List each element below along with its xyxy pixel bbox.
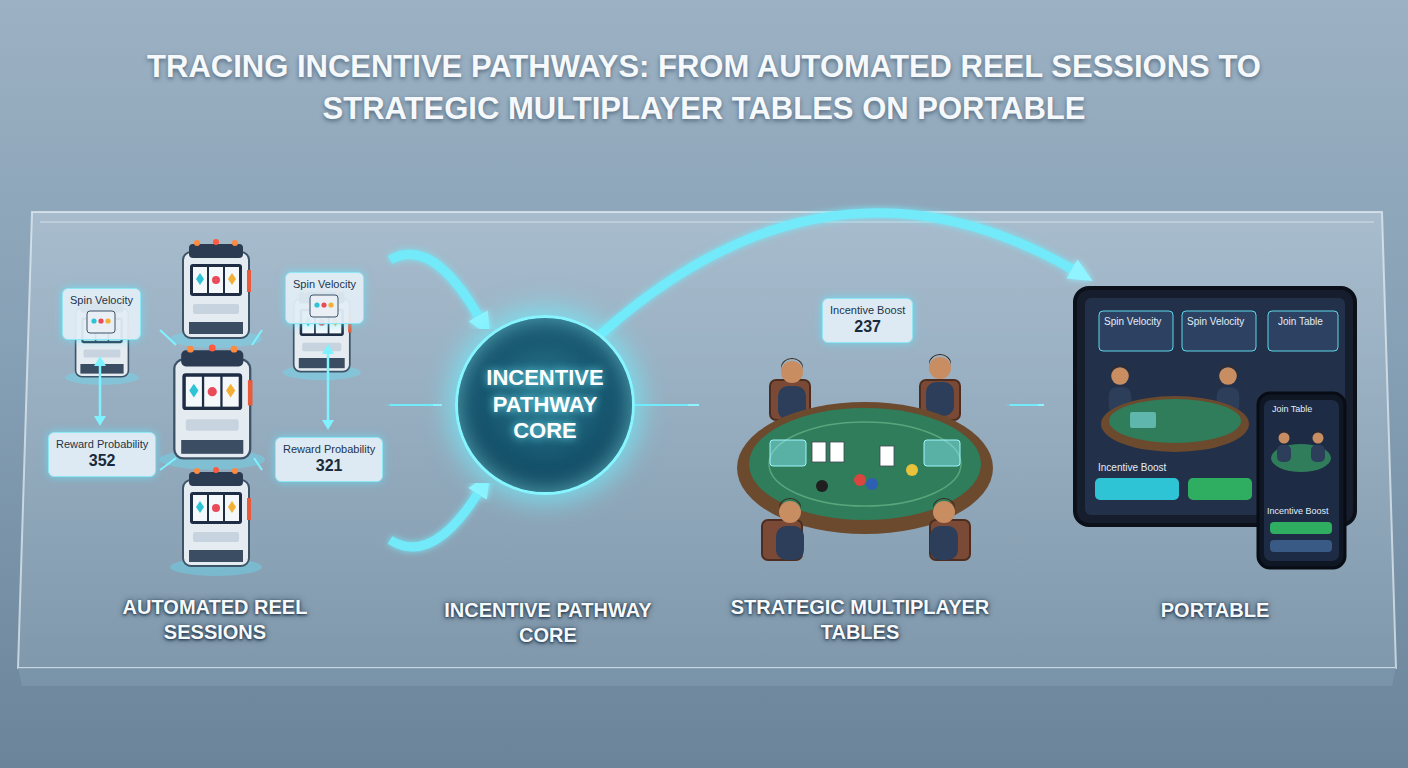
metric-value: 352 bbox=[56, 451, 148, 472]
flow-arrow-line bbox=[1010, 401, 1038, 410]
stage-caption: AUTOMATED REEL SESSIONS bbox=[100, 595, 330, 645]
stage-group: STRATEGIC MULTIPLAYER TABLESIncentive Bo… bbox=[710, 290, 1010, 640]
reel-icon bbox=[307, 293, 341, 319]
flow-arrow-line bbox=[390, 494, 478, 547]
flow-arrow bbox=[390, 254, 478, 315]
metric-panel: Spin Velocity bbox=[62, 288, 141, 340]
diagram-title: TRACING INCENTIVE PATHWAYS: FROM AUTOMAT… bbox=[80, 46, 1328, 130]
metric-value: 321 bbox=[283, 456, 375, 477]
flow-arrow bbox=[635, 405, 688, 406]
screen-label: Join Table bbox=[1272, 404, 1312, 415]
stage-caption: INCENTIVE PATHWAY CORE bbox=[438, 598, 658, 648]
screen-label: Incentive Boost bbox=[1267, 506, 1329, 517]
screen-label: Incentive Boost bbox=[1098, 462, 1166, 474]
flow-arrow-line bbox=[635, 401, 688, 410]
stage-group: AUTOMATED REEL SESSIONSSpin VelocitySpin… bbox=[40, 230, 390, 640]
flow-arrow bbox=[390, 494, 478, 547]
stage-group: PORTABLE bbox=[1060, 280, 1370, 640]
metric-label: Reward Probability bbox=[56, 437, 148, 451]
screen-label: Spin Velocity bbox=[1104, 316, 1161, 328]
flow-arrow bbox=[1010, 405, 1038, 406]
flow-arrow-line bbox=[390, 254, 478, 315]
metric-label: Spin Velocity bbox=[70, 293, 133, 307]
flow-arrow bbox=[390, 405, 433, 406]
core-circle: INCENTIVE PATHWAY COREINCENTIVE PATHWAY … bbox=[455, 315, 635, 495]
metric-value: 237 bbox=[830, 317, 905, 338]
metric-label: Incentive Boost bbox=[830, 303, 905, 317]
core-label: INCENTIVE PATHWAY CORE bbox=[470, 365, 620, 444]
metric-panel: Incentive Boost237 bbox=[822, 298, 913, 343]
stage-caption: PORTABLE bbox=[1095, 598, 1335, 623]
metric-label: Reward Probability bbox=[283, 442, 375, 456]
metric-panel: Reward Probability352 bbox=[48, 432, 156, 477]
screen-label: Spin Velocity bbox=[1187, 316, 1244, 328]
metric-panel: Reward Probability321 bbox=[275, 437, 383, 482]
screen-label: Join Table bbox=[1278, 316, 1323, 328]
flow-arrow-line bbox=[390, 401, 433, 410]
stage-caption: STRATEGIC MULTIPLAYER TABLES bbox=[720, 595, 1000, 645]
reel-icon bbox=[84, 309, 118, 335]
metric-panel: Spin Velocity bbox=[285, 272, 364, 324]
metric-label: Spin Velocity bbox=[293, 277, 356, 291]
